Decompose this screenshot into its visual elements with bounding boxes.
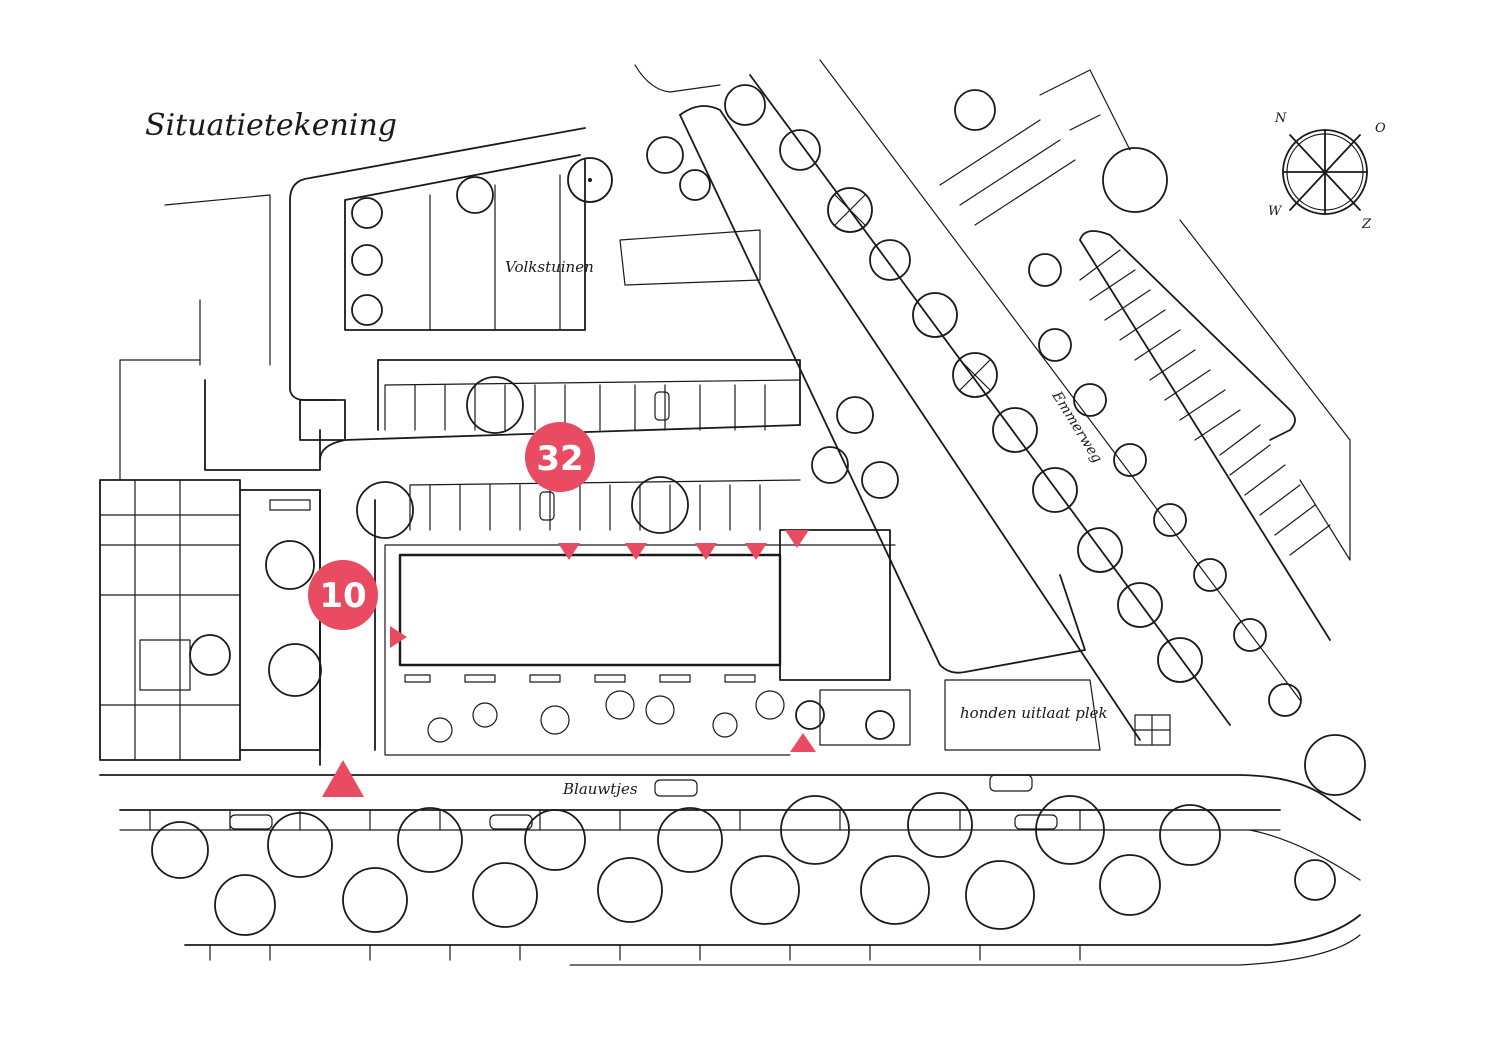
tree-icon	[952, 352, 998, 398]
entrance-arrow-icon	[390, 626, 407, 648]
entrance-arrow-icon	[625, 543, 647, 560]
tree-icon	[1193, 558, 1227, 592]
label-honden-uitlaat-plek: honden uitlaat plek	[960, 704, 1108, 722]
tree-icon	[1153, 503, 1187, 537]
entrance-arrow-icon	[745, 543, 767, 560]
tree-icon	[679, 169, 711, 201]
tree-icon	[189, 634, 231, 676]
allotment-area: Volkstuinen	[164, 64, 761, 401]
label-volkstuinen: Volkstuinen	[505, 258, 594, 276]
tree-icon	[992, 407, 1038, 453]
tree-icon	[466, 376, 524, 434]
drawing-title: Situatietekening	[145, 108, 397, 143]
tree-icon	[912, 292, 958, 338]
tree-icon	[1028, 253, 1062, 287]
tree-icon	[1032, 467, 1078, 513]
tree-icon	[646, 136, 684, 174]
marker-32-badge[interactable]	[525, 422, 595, 492]
car-icon	[1014, 814, 1058, 830]
tree-icon	[265, 540, 315, 590]
car-icon	[229, 814, 273, 830]
label-emmerweg: Emmerweg	[1048, 388, 1105, 466]
tree-icon	[1304, 734, 1366, 796]
compass-w: W	[1268, 204, 1283, 219]
compass-n: N	[1274, 111, 1287, 126]
entrance-arrows	[322, 530, 816, 797]
street-cars	[229, 774, 1058, 830]
parking-lot	[377, 359, 801, 531]
tree-icon	[456, 176, 494, 214]
car-icon	[654, 779, 698, 797]
tree-icon	[351, 197, 383, 229]
entrance-arrow-icon	[322, 760, 364, 797]
car-icon	[539, 491, 555, 521]
tree-icon	[1073, 383, 1107, 417]
label-blauwtjes: Blauwtjes	[562, 780, 638, 798]
tree-icon	[836, 396, 874, 434]
compass-o: O	[1375, 121, 1386, 136]
tree-icon	[1233, 618, 1267, 652]
tree-icon	[1038, 328, 1072, 362]
tree-icon	[724, 84, 766, 126]
emmerweg-road: Emmerweg honden uitlaat plek	[679, 59, 1301, 751]
road-network: Blauwtjes	[99, 424, 1361, 966]
tree-icon	[795, 700, 825, 730]
marker-10[interactable]: 10	[308, 560, 378, 630]
right-parking	[939, 69, 1351, 641]
tree-icon	[811, 446, 849, 484]
parking-stalls-north	[414, 384, 766, 431]
tree-icon	[1157, 637, 1203, 683]
street-trees	[151, 792, 1336, 936]
tree-icon	[268, 643, 322, 697]
left-buildings	[99, 359, 346, 761]
parking-stalls-south	[429, 484, 761, 531]
tree-icon	[865, 710, 895, 740]
tree-icon	[1268, 683, 1302, 717]
compass-z: Z	[1361, 217, 1372, 232]
entrance-arrow-icon	[790, 733, 816, 752]
shrub-row	[427, 690, 785, 743]
car-icon	[654, 391, 670, 421]
marker-10-label: 10	[319, 576, 366, 616]
tree-icon	[1077, 527, 1123, 573]
tree-icon	[631, 476, 689, 534]
tree-icon	[1117, 582, 1163, 628]
tree-icon	[1113, 443, 1147, 477]
marker-10-badge[interactable]	[308, 560, 378, 630]
entrance-arrow-icon	[558, 543, 580, 560]
tree-icon	[567, 157, 613, 203]
tree-icon	[827, 187, 873, 233]
trees	[151, 84, 1366, 936]
tree-icon	[954, 89, 996, 131]
entrance-arrow-icon	[695, 543, 717, 560]
tree-icon	[869, 239, 911, 281]
car-icon	[989, 774, 1033, 792]
main-building	[384, 529, 911, 756]
tree-icon	[1102, 147, 1168, 213]
marker-32-label: 32	[536, 439, 583, 479]
tree-icon	[356, 481, 414, 539]
car-icon	[489, 814, 533, 830]
entrance-arrow-icon	[785, 530, 809, 548]
tree-icon	[351, 294, 383, 326]
tree-icon	[861, 461, 899, 499]
marker-32[interactable]: 32	[525, 422, 595, 492]
tree-icon	[351, 244, 383, 276]
tree-icon	[779, 129, 821, 171]
compass-rose: N O Z W	[1268, 111, 1386, 232]
